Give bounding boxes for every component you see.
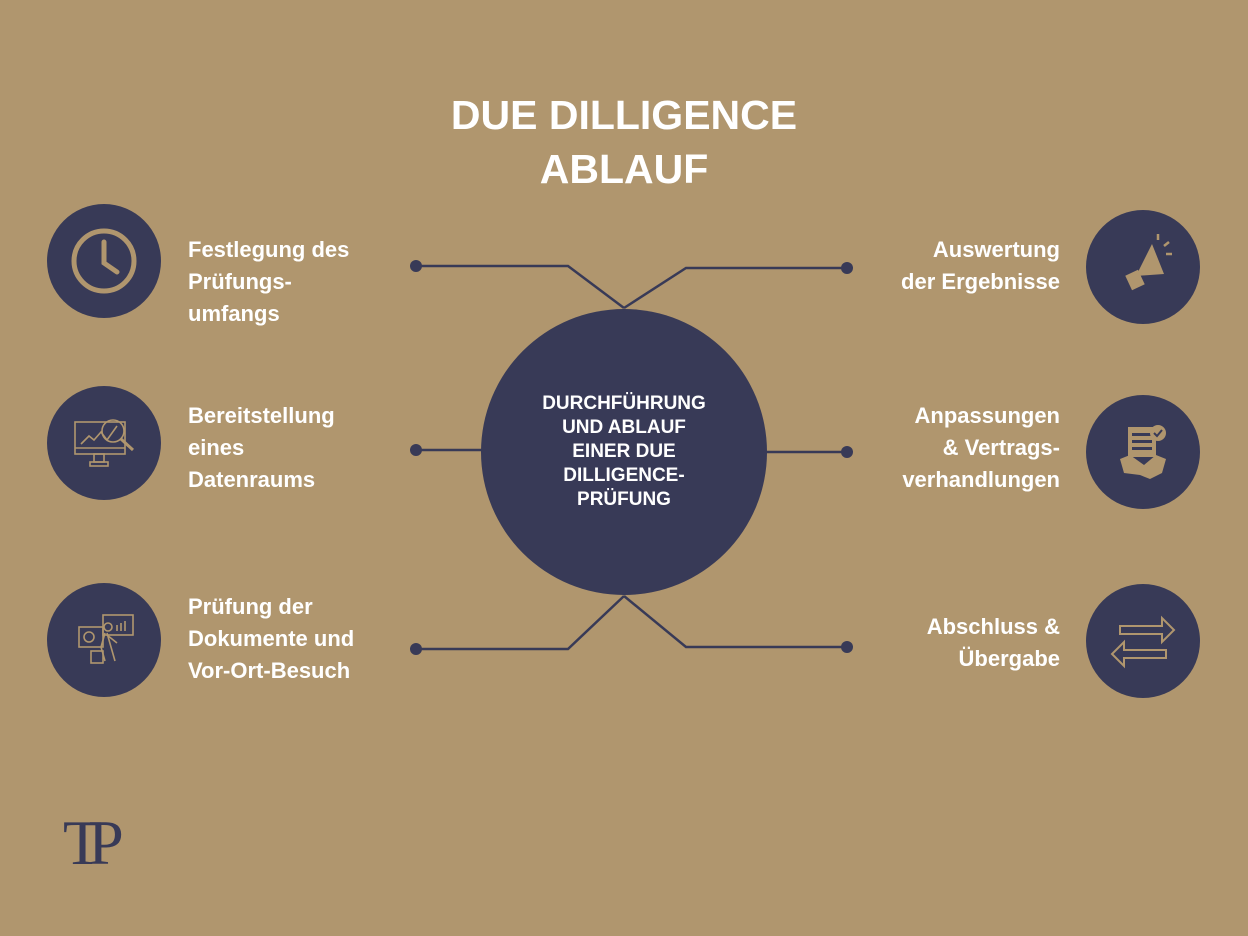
center-circle: DURCHFÜHRUNG UND ABLAUF EINER DUE DILLIG… (481, 309, 767, 595)
title-line-2: ABLAUF (539, 146, 709, 192)
connector-dot (410, 643, 422, 655)
label-line: Auswertung (932, 237, 1060, 262)
center-text: DILLIGENCE- (563, 465, 685, 486)
label-line: Dokumente und (188, 626, 355, 651)
label-line: Übergabe (958, 646, 1060, 671)
clock-icon (47, 204, 161, 318)
connector-dot (841, 446, 853, 458)
center-text: PRÜFUNG (577, 489, 671, 510)
label-line: Prüfungs- (188, 269, 292, 294)
label-line: verhandlungen (902, 467, 1060, 492)
megaphone-icon (1086, 210, 1200, 324)
label-line: Bereitstellung (188, 403, 335, 428)
label-line: Abschluss & (926, 614, 1060, 639)
label-line: der Ergebnisse (901, 269, 1060, 294)
step-label-negotiations: Anpassungen & Vertrags-verhandlungen (902, 400, 1060, 496)
label-line: umfangs (188, 301, 280, 326)
center-text: EINER DUE (572, 441, 676, 462)
connector-left-1 (416, 264, 625, 309)
label-line: Anpassungen (914, 403, 1060, 428)
label-line: eines (188, 435, 245, 460)
logo: TP (63, 807, 124, 878)
title-line-1: DUE DILLIGENCE (450, 92, 798, 138)
page-title: DUE DILLIGENCE ABLAUF (0, 88, 1248, 196)
connector-left-3 (416, 595, 625, 651)
label-line: Festlegung des (188, 237, 350, 262)
connector-right-1 (623, 266, 847, 310)
step-label-closing: Abschluss & Übergabe (927, 611, 1060, 675)
exchange-arrows-icon (1086, 584, 1200, 698)
label-line: Prüfung der (188, 594, 313, 619)
label-line: Vor-Ort-Besuch (188, 658, 351, 683)
step-label-evaluation: Auswertung der Ergebnisse (901, 234, 1060, 298)
monitor-analysis-icon (47, 386, 161, 500)
connector-dot (410, 444, 422, 456)
site-visit-icon (47, 583, 161, 697)
connector-dot (410, 260, 422, 272)
connector-dot (841, 641, 853, 653)
center-text: DURCHFÜHRUNG (542, 393, 706, 414)
label-line: & Vertrags- (942, 435, 1060, 460)
connector-dot (841, 262, 853, 274)
center-text: UND ABLAUF (562, 417, 686, 438)
label-line: Datenraums (188, 467, 316, 492)
contract-handshake-icon (1086, 395, 1200, 509)
connector-right-3 (623, 595, 847, 649)
